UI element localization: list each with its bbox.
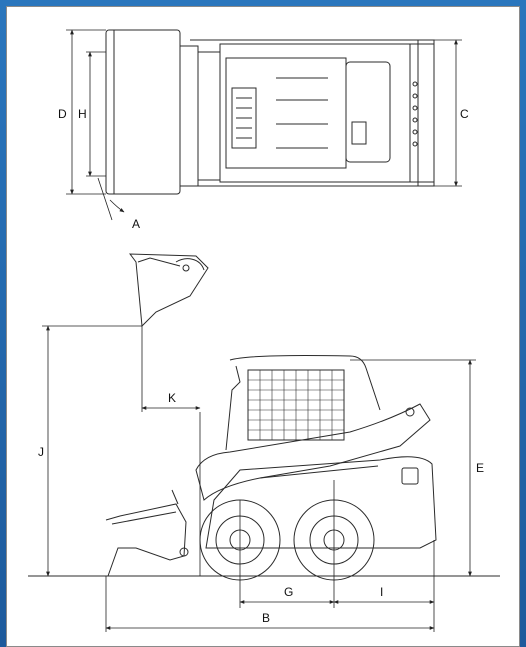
side-cab-roof [229,355,381,411]
top-bucket [105,29,181,195]
side-loader-arm [195,403,431,501]
label-K: K [168,391,176,405]
top-control-panel [231,87,257,149]
raised-bucket [128,253,209,328]
label-C: C [460,107,469,121]
label-B: B [262,611,270,625]
label-A: A [132,217,140,231]
top-view [105,29,435,195]
label-H: H [78,107,87,121]
side-view [28,355,500,581]
top-loader-arm [179,45,199,187]
label-G: G [284,585,293,599]
side-lowered-bucket [105,503,187,577]
top-view-dimensions [66,29,462,221]
label-I: I [380,585,383,599]
label-E: E [476,461,484,475]
label-J: J [38,445,44,459]
side-body [205,456,437,549]
top-body [219,43,411,183]
side-view-dimensions [42,325,476,632]
label-D: D [58,107,67,121]
